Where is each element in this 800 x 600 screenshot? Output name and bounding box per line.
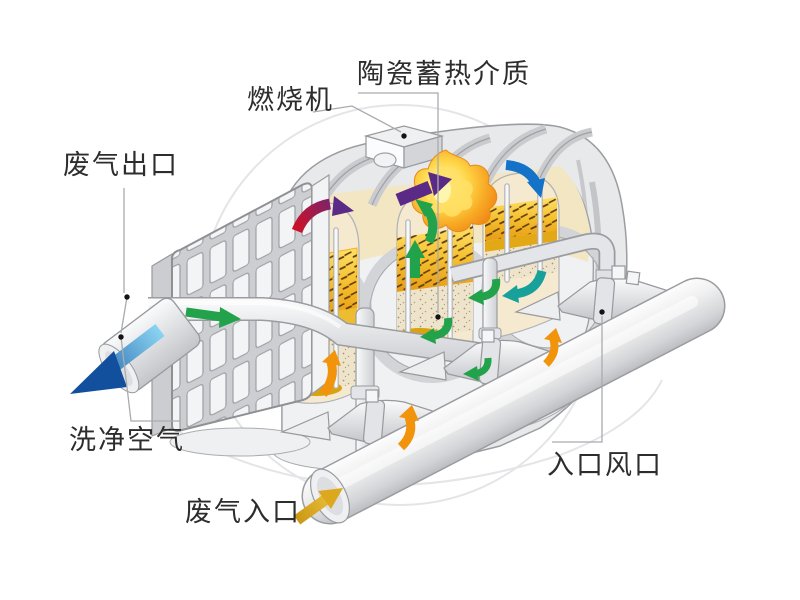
leader-lines — [120, 92, 603, 443]
leader-clean-air-upper — [120, 296, 128, 334]
background-swoosh — [159, 379, 663, 487]
leader-ceramic-media — [358, 92, 439, 313]
arrow-green-curl-icon — [420, 317, 453, 344]
arrow-green-duct-icon — [185, 307, 241, 328]
arrow-green-curl-icon — [468, 278, 501, 305]
label-ceramic-media: 陶瓷蓄热介质 — [357, 59, 531, 89]
label-waste-gas-inlet: 废气入口 — [185, 497, 301, 527]
flow-arrows — [291, 160, 562, 451]
leader-burner — [312, 105, 402, 133]
arrow-curved-red-purple-icon — [291, 196, 354, 234]
leader-clean-air — [120, 336, 180, 422]
arrow-orange-curl-icon — [319, 350, 341, 397]
arrow-orange-curl-icon — [397, 405, 419, 451]
label-inlet-vent: 入口风口 — [547, 450, 663, 480]
arrow-green-hook-icon — [415, 199, 438, 244]
leader-dots — [118, 133, 605, 340]
label-burner: 燃烧机 — [247, 85, 334, 115]
arrow-blue-outlet-icon — [70, 324, 165, 394]
arrow-green-curl-icon — [463, 357, 492, 381]
outlet-duct — [148, 297, 562, 378]
pipework — [70, 232, 726, 525]
arrow-blue-curved-icon — [505, 160, 545, 198]
arrow-gold-inlet-icon — [293, 488, 343, 525]
arrow-teal-curved-icon — [502, 269, 547, 303]
label-clean-air: 洗净空气 — [69, 425, 185, 455]
arrow-green-up-icon — [405, 240, 425, 278]
arrow-purple-right-icon — [395, 172, 452, 207]
arrow-orange-curl-icon — [543, 328, 562, 367]
leader-inlet-vent — [552, 316, 603, 443]
label-exhaust-outlet: 废气出口 — [63, 150, 179, 180]
waste-gas-inlet-pipe — [301, 277, 726, 525]
